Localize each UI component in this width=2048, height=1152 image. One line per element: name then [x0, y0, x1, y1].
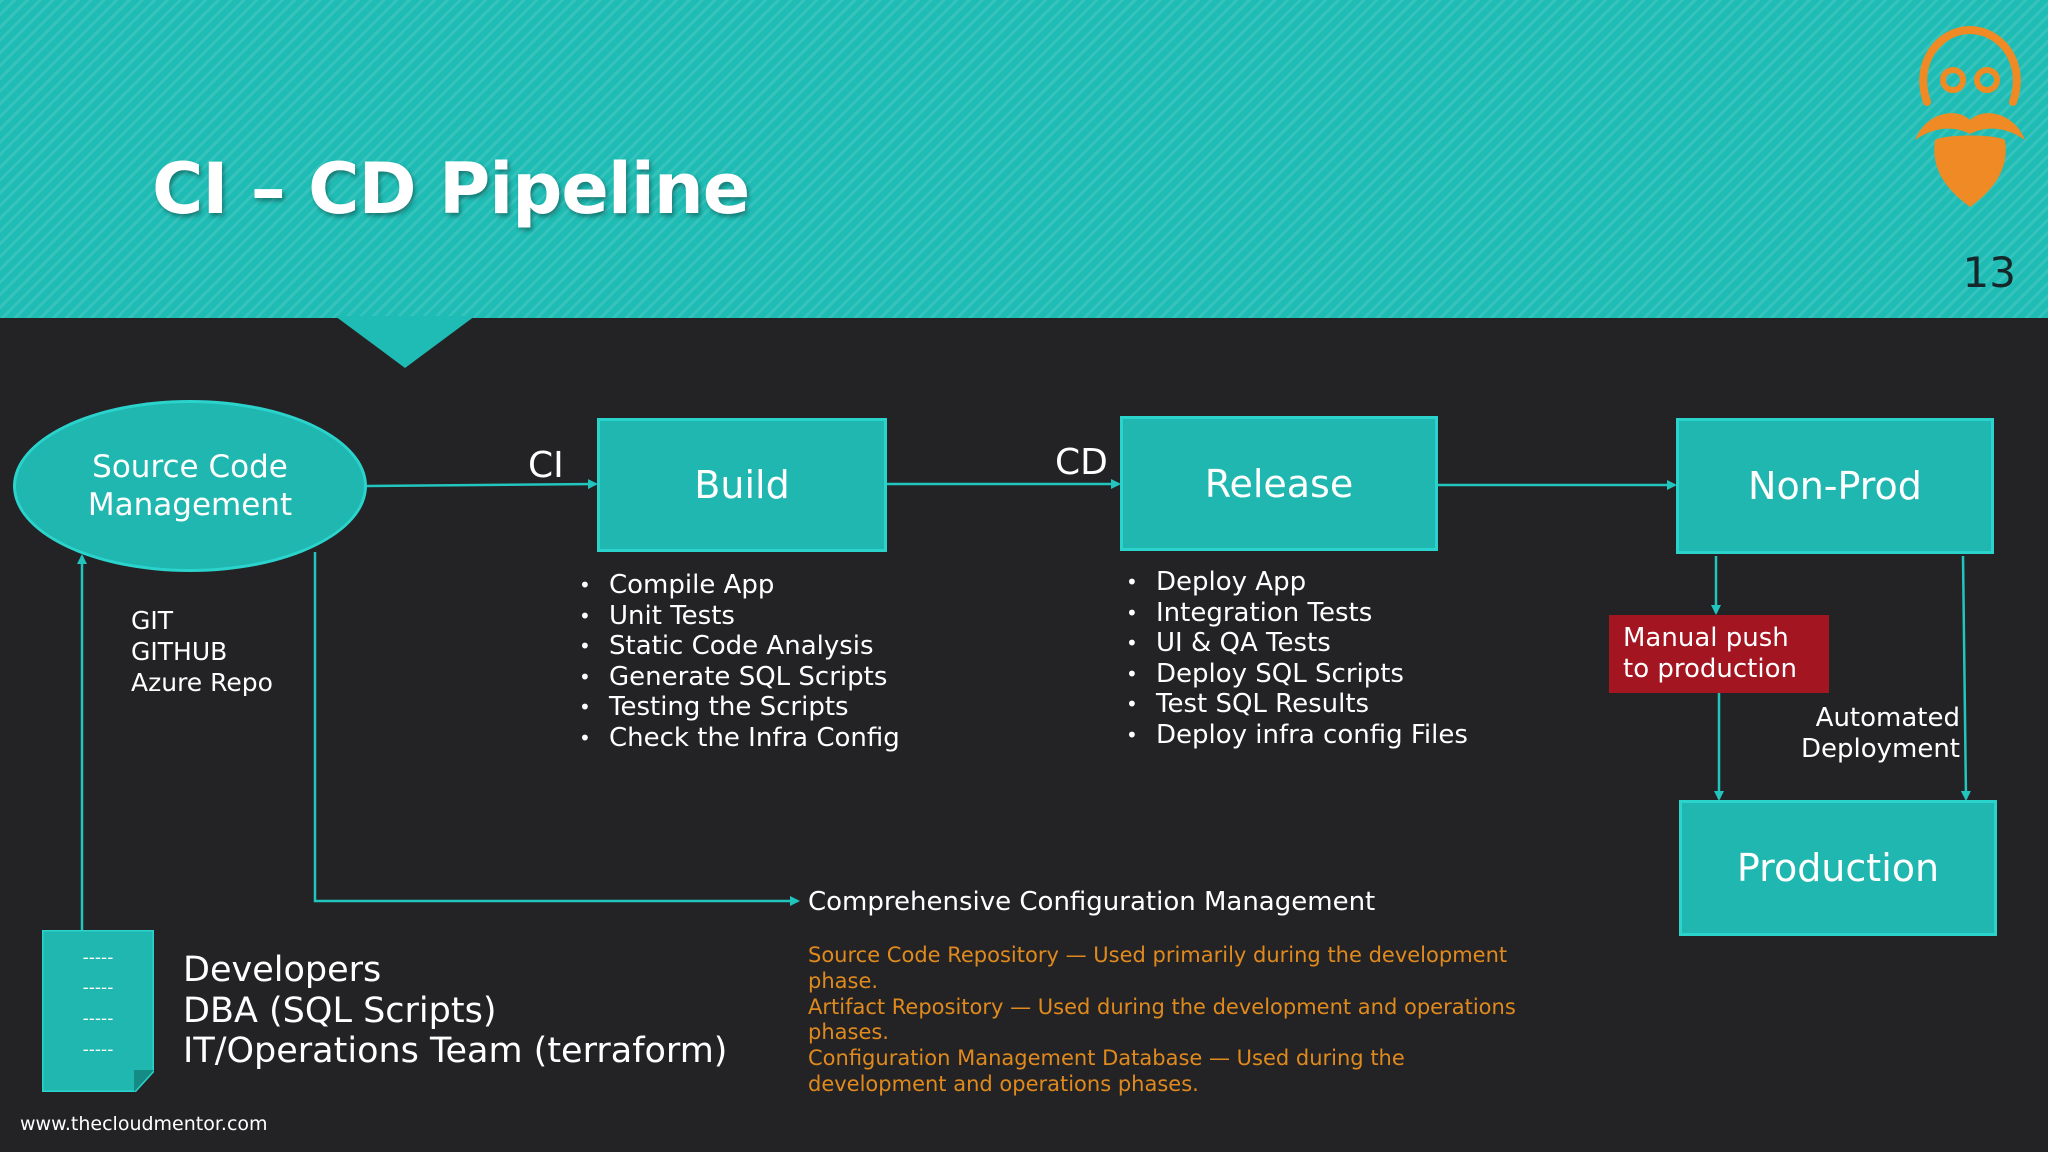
- header-banner: [0, 0, 2048, 318]
- release-step-item: Deploy infra config Files: [1126, 720, 1468, 751]
- team-item: Developers: [183, 950, 382, 990]
- cd-label: CD: [1055, 442, 1108, 483]
- source-code-management-node: Source Code Management: [13, 400, 367, 572]
- build-node: Build: [597, 418, 887, 552]
- ccm-notes: Source Code Repository — Used primarily …: [808, 943, 1528, 1098]
- doc-line: -----: [83, 1009, 114, 1029]
- scm-tool-item: GITHUB: [131, 637, 228, 666]
- automated-line2: Deployment: [1800, 734, 1960, 764]
- release-step-item: Deploy SQL Scripts: [1126, 659, 1468, 690]
- team-item: DBA (SQL Scripts): [183, 990, 497, 1031]
- ccm-note: Configuration Management Database — Used…: [808, 1046, 1405, 1096]
- scm-label-line1: Source Code: [92, 449, 288, 485]
- bearded-mentor-logo-icon: [1915, 25, 2025, 207]
- build-step-item: Check the Infra Config: [579, 723, 900, 754]
- document-icon: ----- ----- ----- -----: [42, 930, 154, 1092]
- release-step-item: UI & QA Tests: [1126, 628, 1468, 659]
- ccm-title: Comprehensive Configuration Management: [808, 887, 1376, 917]
- ccm-note: Artifact Repository — Used during the de…: [808, 994, 1516, 1045]
- automated-line1: Automated: [1815, 703, 1960, 733]
- production-node: Production: [1679, 800, 1997, 936]
- build-step-item: Static Code Analysis: [579, 631, 900, 662]
- non-prod-node: Non-Prod: [1676, 418, 1994, 554]
- doc-line: -----: [83, 978, 114, 998]
- manual-push-line1: Manual push: [1623, 623, 1789, 653]
- ccm-note: Source Code Repository — Used primarily …: [808, 943, 1508, 993]
- build-steps-list: Compile App Unit Tests Static Code Analy…: [579, 570, 900, 754]
- team-list: Developers DBA (SQL Scripts) IT/Operatio…: [183, 950, 727, 1072]
- release-step-item: Integration Tests: [1126, 598, 1468, 629]
- build-step-item: Compile App: [579, 570, 900, 601]
- doc-line: -----: [83, 948, 114, 968]
- ci-label: CI: [528, 445, 564, 486]
- scm-tools-list: GIT GITHUB Azure Repo: [131, 605, 273, 698]
- scm-tool-item: Azure Repo: [131, 668, 273, 697]
- release-steps-list: Deploy App Integration Tests UI & QA Tes…: [1126, 567, 1468, 751]
- scm-tool-item: GIT: [131, 606, 174, 635]
- slide-title: CI – CD Pipeline: [152, 148, 750, 230]
- release-node: Release: [1120, 416, 1438, 551]
- manual-push-line2: to production: [1623, 654, 1797, 684]
- release-step-item: Deploy App: [1126, 567, 1468, 598]
- build-step-item: Generate SQL Scripts: [579, 662, 900, 693]
- team-item: IT/Operations Team (terraform): [183, 1031, 728, 1071]
- website-link[interactable]: www.thecloudmentor.com: [20, 1113, 268, 1135]
- automated-deployment-label: Automated Deployment: [1780, 703, 1960, 765]
- build-step-item: Unit Tests: [579, 601, 900, 632]
- page-number: 13: [1962, 248, 2016, 297]
- release-step-item: Test SQL Results: [1126, 689, 1468, 720]
- build-step-item: Testing the Scripts: [579, 692, 900, 723]
- scm-label-line2: Management: [87, 487, 293, 523]
- header-notch: [335, 316, 475, 368]
- manual-push-badge: Manual push to production: [1609, 615, 1829, 693]
- automated-deployment-arrow: [1960, 555, 1971, 801]
- doc-line: -----: [83, 1040, 114, 1060]
